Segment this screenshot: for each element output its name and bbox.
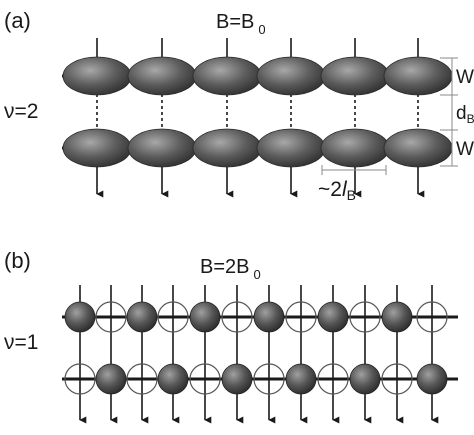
- droplet-top: [127, 56, 197, 96]
- hole-site: [221, 301, 253, 333]
- hole-site: [157, 301, 189, 333]
- droplet-top: [320, 56, 390, 96]
- electron-site: [157, 363, 189, 395]
- hole-site: [189, 363, 221, 395]
- droplet-bottom: [62, 128, 132, 168]
- panel-b-filling: ν=1: [4, 331, 38, 354]
- hole-site: [64, 363, 96, 395]
- top-droplets: [62, 56, 453, 96]
- panel-a-filling: ν=2: [4, 100, 38, 123]
- panel-a-label: (a): [4, 8, 31, 33]
- hole-site: [95, 301, 127, 333]
- electron-site: [349, 363, 381, 395]
- hole-site: [126, 363, 158, 395]
- droplet-top: [256, 56, 326, 96]
- hole-site: [349, 301, 381, 333]
- dimension-markers: [440, 57, 458, 167]
- panel-b-label: (b): [4, 248, 31, 273]
- droplet-bottom: [127, 128, 197, 168]
- hole-site: [416, 301, 448, 333]
- electron-site: [95, 363, 127, 395]
- vertical-lines-a: [96, 38, 425, 198]
- electron-site: [416, 363, 448, 395]
- length-label: ~2lB: [318, 178, 356, 203]
- hole-site: [285, 301, 317, 333]
- droplet-bottom: [256, 128, 326, 168]
- droplet-top: [192, 56, 262, 96]
- droplet-bottom: [192, 128, 262, 168]
- electron-site: [381, 301, 413, 333]
- electron-site: [126, 301, 158, 333]
- hole-site: [317, 363, 349, 395]
- spacing-label: dB: [456, 103, 474, 126]
- electron-site: [253, 301, 285, 333]
- bottom-sites: [64, 363, 448, 395]
- hole-site: [381, 363, 413, 395]
- bottom-droplets: [62, 128, 453, 168]
- electron-site: [317, 301, 349, 333]
- electron-site: [64, 301, 96, 333]
- width-label-top: W: [456, 67, 474, 88]
- top-sites: [64, 301, 448, 333]
- electron-site: [221, 363, 253, 395]
- droplet-bottom: [383, 128, 453, 168]
- width-label-bottom: W: [456, 139, 474, 160]
- hole-site: [253, 363, 285, 395]
- droplet-bottom: [320, 128, 390, 168]
- droplet-top: [62, 56, 132, 96]
- electron-site: [285, 363, 317, 395]
- electron-site: [189, 301, 221, 333]
- droplet-top: [383, 56, 453, 96]
